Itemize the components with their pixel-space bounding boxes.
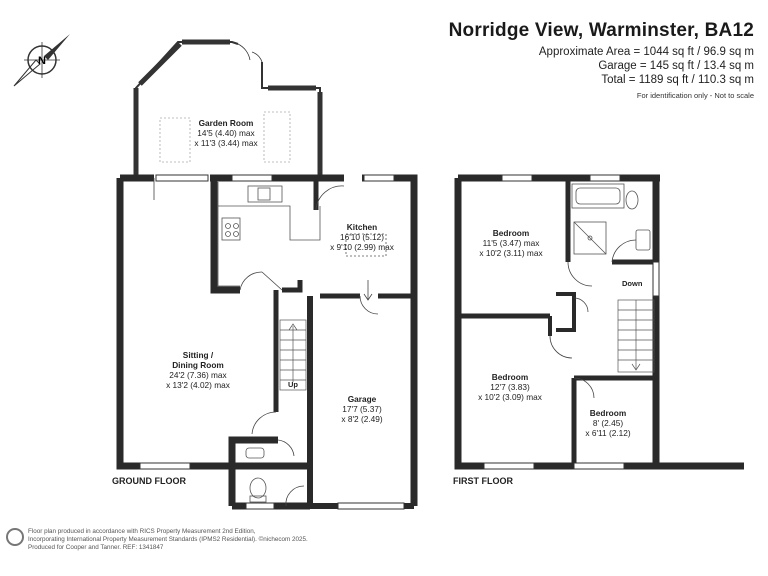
room-dim: 12'7 (3.83) [490,382,530,392]
room-dim: x 6'11 (2.12) [585,428,631,438]
garage-door-arrow [363,280,373,301]
first-floor-walls [454,174,744,470]
rics-logo-icon [6,528,24,546]
bathroom-fittings [571,183,651,255]
kitchen-label: Kitchen 16'10 (5.12) x 9'10 (2.99) max [330,222,394,252]
room-dim: 11'5 (3.47) max [482,238,540,248]
room-name: Bedroom [491,372,529,382]
first-floor-windows [483,174,660,470]
stairs-up-label: Up [288,380,298,389]
first-floor-doors [549,239,637,399]
garage-area: Garage = 145 sq ft / 13.4 sq m [598,60,754,72]
room-dim: 16'10 (5.12) [339,232,385,242]
compass-letter: N [38,55,46,67]
ground-floor-doors [153,178,379,507]
compass-icon: N [13,34,70,87]
room-name: Bedroom [589,408,627,418]
room-dim: x 10'2 (3.11) max [479,248,543,258]
first-floor-label: FIRST FLOOR [453,476,513,486]
room-name: Kitchen [346,222,378,232]
room-dim: 14'5 (4.40) max [197,128,255,138]
room-name: Garage [347,394,377,404]
footer-line-3: Produced for Cooper and Tanner. REF: 134… [28,544,164,551]
room-dim: 17'7 (5.37) [342,404,382,414]
room-dim: 24'2 (7.36) max [169,370,227,380]
room-name: Garden Room [198,118,254,128]
bedroom-3-label: Bedroom 8' (2.45) x 6'11 (2.12) [585,408,630,438]
total-area: Total = 1189 sq ft / 110.3 sq m [601,74,754,86]
sitting-room-label: Sitting / Dining Room 24'2 (7.36) max x … [166,350,230,390]
room-dim: x 10'2 (3.09) max [478,392,542,402]
room-dim: x 11'3 (3.44) max [194,138,258,148]
footer-line-1: Floor plan produced in accordance with R… [28,528,256,535]
stairs-down-label: Down [622,279,643,288]
bedroom-1-label: Bedroom 11'5 (3.47) max x 10'2 (3.11) ma… [479,228,542,258]
rooflights [159,111,291,163]
room-name: Sitting / [182,350,214,360]
footer-line-2: Incorporating International Property Mea… [28,536,308,543]
garden-room-label: Garden Room 14'5 (4.40) max x 11'3 (3.44… [194,118,257,148]
room-dim: x 9'10 (2.99) max [330,242,394,252]
garage-label: Garage 17'7 (5.37) x 8'2 (2.49) [341,394,382,424]
room-dim: x 13'2 (4.02) max [166,380,230,390]
kitchen-units [217,182,387,287]
scale-note: For identification only - Not to scale [636,91,754,100]
approx-area: Approximate Area = 1044 sq ft / 96.9 sq … [538,46,754,58]
room-name: Bedroom [492,228,530,238]
ground-floor-windows [139,174,405,510]
ground-floor-label: GROUND FLOOR [112,476,186,486]
room-dim: 8' (2.45) [592,418,624,428]
ground-stairs [279,319,307,391]
cloakroom-fittings [245,447,267,503]
garden-room-walls [133,39,323,178]
first-stairs [617,299,655,373]
room-name-2: Dining Room [172,360,224,370]
bedroom-2-label: Bedroom 12'7 (3.83) x 10'2 (3.09) max [478,372,542,402]
property-title: Norridge View, Warminster, BA12 [448,20,754,41]
room-dim: x 8'2 (2.49) [341,414,383,424]
